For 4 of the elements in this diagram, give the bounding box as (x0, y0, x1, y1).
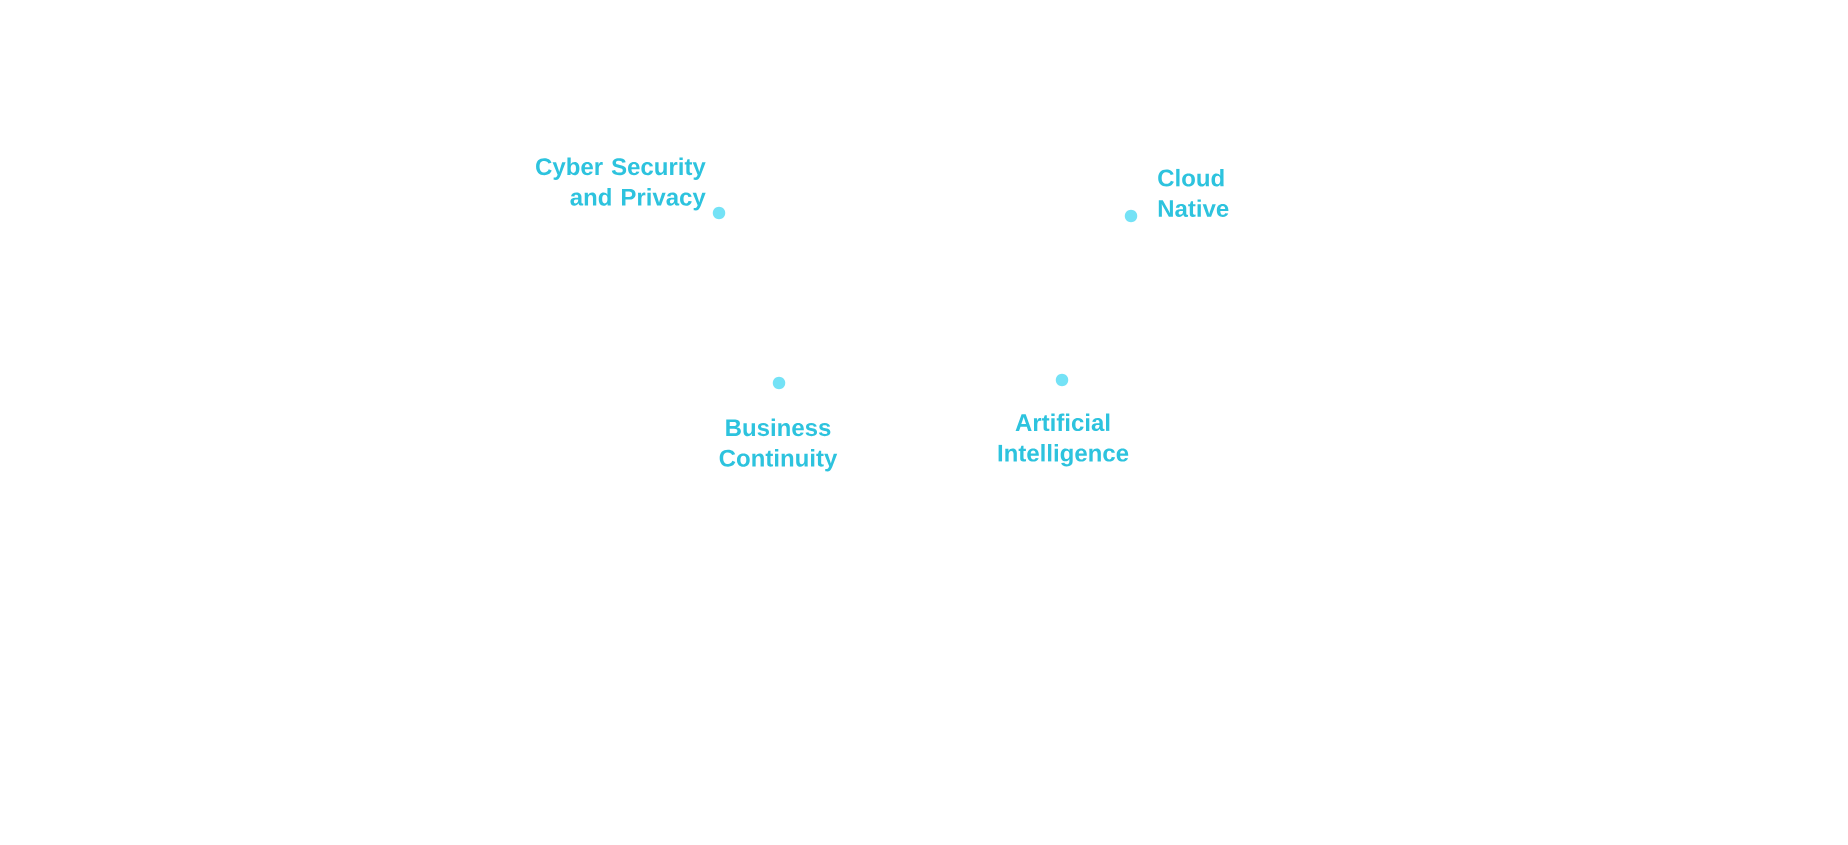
topic-label: Cloud Native (1158, 168, 1229, 218)
topic-label: Business Continuity (719, 418, 838, 472)
topic-label: Artificial Intelligence (998, 413, 1129, 467)
topic-label: Cyber Security and Privacy (536, 157, 706, 211)
